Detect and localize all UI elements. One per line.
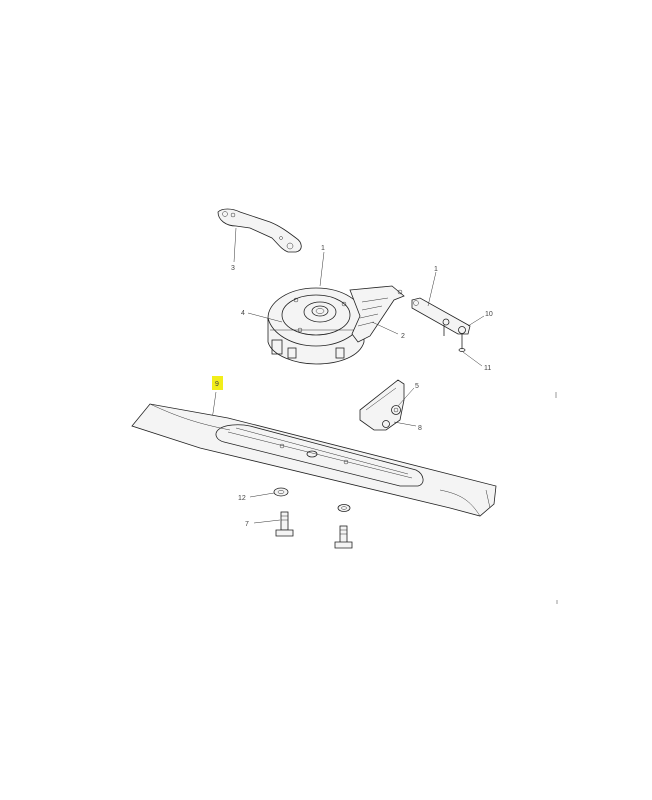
leader-5 (397, 387, 415, 407)
callout-12: 12 (238, 495, 246, 502)
leader-11 (462, 351, 483, 367)
part-3-bracket (217, 208, 302, 263)
highlight-9 (212, 376, 223, 390)
callout-5: 5 (415, 383, 419, 390)
callout-9: 9 (215, 381, 219, 388)
leader-12 (249, 492, 275, 498)
part-8-mount-bracket (359, 379, 405, 431)
part-12-washer (273, 487, 289, 497)
part-2-bracket (349, 285, 405, 343)
part-7-bolt (275, 511, 294, 537)
callout-2: 2 (401, 333, 405, 340)
leader-1b (427, 271, 437, 307)
leader-7 (253, 519, 281, 524)
part-9-blade (131, 403, 497, 517)
callout-1b: 1 (434, 266, 438, 273)
callout-3: 3 (231, 265, 235, 272)
part-4-clutch (267, 287, 365, 365)
leader-1 (319, 251, 325, 287)
part-bolt-b (334, 525, 353, 549)
callout-10: 10 (485, 311, 493, 318)
leader-10 (467, 315, 485, 327)
part-1-link-bar (411, 297, 471, 352)
callout-1: 1 (321, 245, 325, 252)
leader-8 (393, 421, 417, 427)
callout-8: 8 (418, 425, 422, 432)
part-washer-b (337, 504, 351, 512)
callout-4: 4 (241, 310, 245, 317)
callout-11: 11 (484, 365, 491, 372)
callout-7: 7 (245, 521, 249, 528)
leader-2 (371, 321, 399, 335)
leader-4 (247, 312, 283, 323)
